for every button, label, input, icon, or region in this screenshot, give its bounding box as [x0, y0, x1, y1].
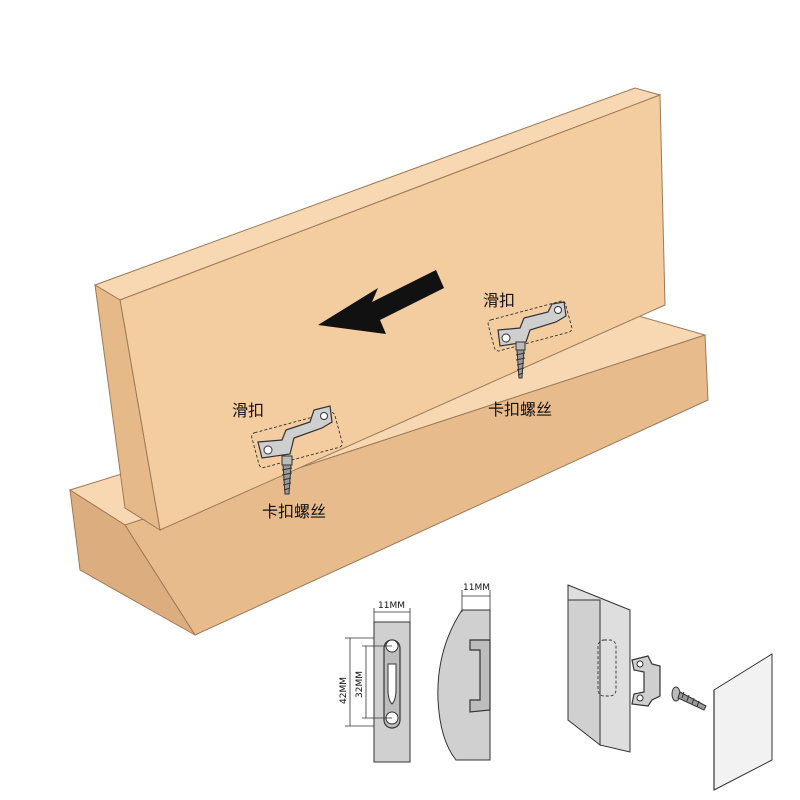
clip-screw	[515, 341, 526, 379]
clip-dashed-outline	[251, 411, 343, 469]
dim-front-width: 11MM	[378, 601, 405, 611]
label-clip-screw-upper: 卡扣螺丝	[488, 400, 552, 419]
clip-hole	[320, 412, 328, 420]
base-board-left-end	[69, 489, 196, 636]
exploded-clip	[631, 655, 661, 707]
label-clip-screw-lower: 卡扣螺丝	[262, 502, 326, 521]
label-slide-clip-lower: 滑扣	[232, 401, 264, 420]
slide-clip-lower	[251, 405, 343, 495]
exploded-left-panel-front	[567, 599, 601, 747]
detail-side-view: 11MM	[437, 583, 491, 761]
side-clip-profile	[469, 639, 491, 713]
clip-hole	[263, 445, 273, 455]
dim-height-inner: 32MM	[355, 671, 365, 698]
slide-clip-upper	[487, 300, 573, 379]
exploded-hidden-slot	[597, 639, 617, 697]
detail-exploded-view	[567, 584, 773, 791]
clip-screw	[281, 455, 293, 495]
clip-hole	[501, 333, 511, 343]
clip-dashed-outline	[487, 300, 573, 352]
exploded-screw	[671, 686, 707, 711]
dim-height-outer: 42MM	[339, 677, 349, 704]
exploded-right-board	[713, 653, 773, 791]
upright-panel-left-edge	[94, 284, 161, 532]
clip-bracket	[257, 405, 333, 459]
detail-front-view: 11MM 42MM 32MM	[339, 601, 411, 763]
label-slide-clip-upper: 滑扣	[483, 291, 515, 310]
front-plate-keyhole	[387, 663, 397, 705]
clip-hole	[554, 306, 562, 314]
slide-direction-arrow	[318, 270, 444, 334]
dim-side-width: 11MM	[463, 583, 490, 593]
